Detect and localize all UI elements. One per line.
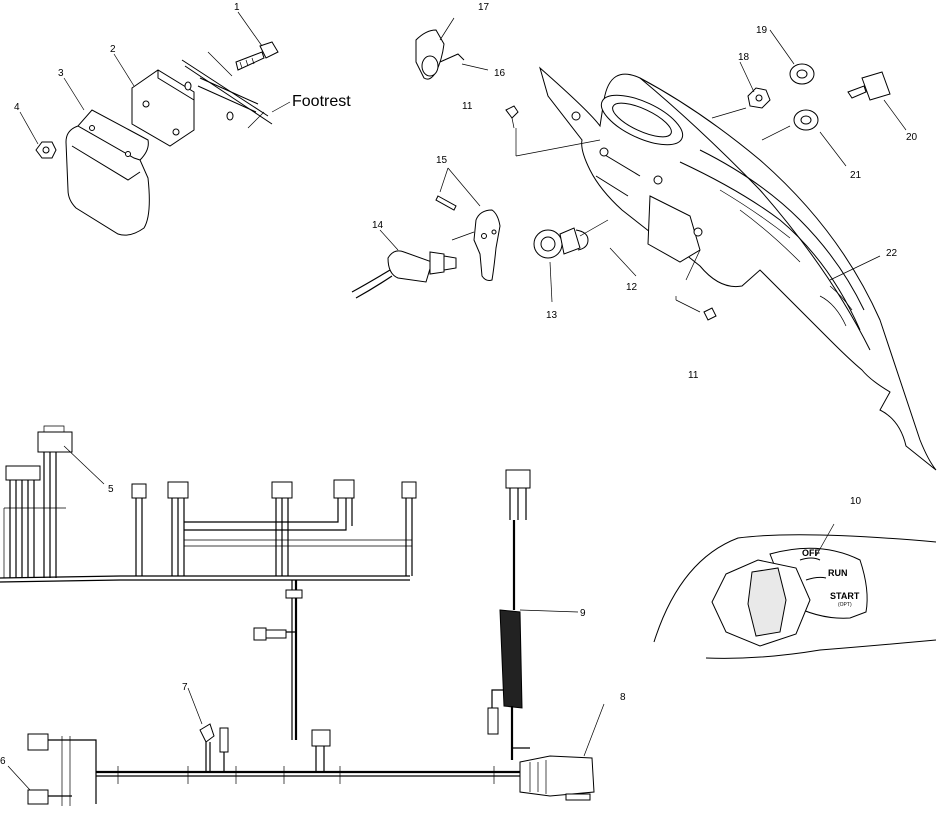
switch-start-sub-label: (OPT) — [838, 602, 852, 608]
ignition-switch-closeup — [653, 523, 937, 659]
switch-run-label: RUN — [828, 568, 848, 578]
callout-labels: 1 2 3 4 5 6 7 8 9 10 11 11 12 13 14 15 1… — [0, 2, 918, 767]
callout-21: 21 — [850, 170, 862, 181]
callout-1: 1 — [234, 2, 240, 13]
callout-12: 12 — [626, 282, 638, 293]
callout-15: 15 — [436, 155, 448, 166]
callout-18: 18 — [738, 52, 750, 63]
callout-13: 13 — [546, 310, 558, 321]
callout-17: 17 — [478, 2, 490, 13]
callout-6: 6 — [0, 756, 6, 767]
callout-16: 16 — [494, 68, 506, 79]
callout-5: 5 — [108, 484, 114, 495]
callout-7: 7 — [182, 682, 188, 693]
callout-4: 4 — [14, 102, 20, 113]
callout-22: 22 — [886, 248, 898, 259]
callout-11-upper: 11 — [462, 101, 473, 112]
callout-3: 3 — [58, 68, 64, 79]
switch-off-label: OFF — [802, 548, 820, 558]
callout-20: 20 — [906, 132, 918, 143]
callout-2: 2 — [110, 44, 116, 55]
footrest-label: Footrest — [292, 93, 351, 110]
callout-11-lower: 11 — [688, 370, 699, 381]
callout-10: 10 — [850, 496, 862, 507]
switch-start-label: START — [830, 591, 860, 601]
callout-19: 19 — [756, 25, 768, 36]
callout-9: 9 — [580, 608, 586, 619]
callout-8: 8 — [620, 692, 626, 703]
wiring-harness — [0, 425, 605, 806]
reflector-assembly — [19, 11, 291, 236]
callout-14: 14 — [372, 220, 384, 231]
console-assembly — [351, 17, 937, 471]
